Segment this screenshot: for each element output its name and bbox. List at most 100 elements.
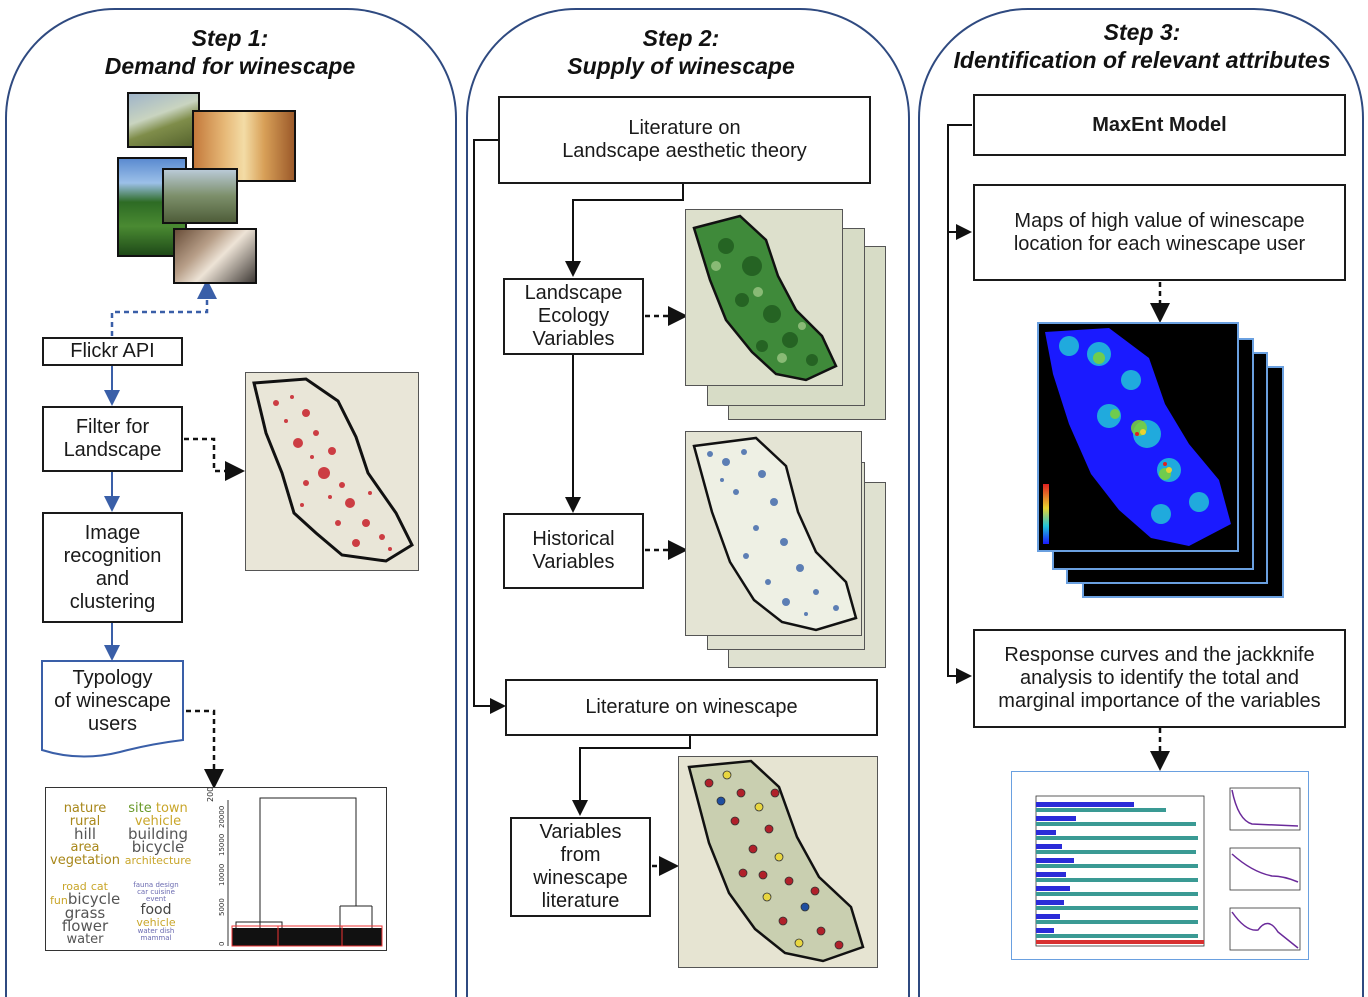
axis-tick-label: 15000 bbox=[218, 834, 226, 856]
literature-aesthetic-line1: Literature on bbox=[628, 117, 741, 139]
wc-word: hill bbox=[73, 825, 96, 843]
wordcloud-group3: road cat funbicycle grass flower water bbox=[50, 880, 120, 946]
dendrogram-graphic: 20000 15000 10000 5000 0 bbox=[218, 797, 383, 947]
flickr-points-map-graphic bbox=[252, 377, 414, 563]
wc-word: design bbox=[155, 881, 179, 889]
wc-word: dish bbox=[159, 927, 175, 935]
literature-aesthetic-line2: Landscape aesthetic theory bbox=[562, 140, 807, 162]
photo-animals bbox=[173, 228, 257, 284]
wc-word: site bbox=[128, 801, 152, 816]
typology-line2: of winescape bbox=[54, 689, 171, 712]
filter-landscape-box: Filter for Landscape bbox=[42, 406, 183, 472]
typology-line1: Typology bbox=[72, 666, 153, 689]
wc-word: event bbox=[146, 895, 166, 903]
historical-map bbox=[685, 431, 862, 636]
maxent-model-box: MaxEnt Model bbox=[973, 94, 1346, 156]
winescape-literature-map-graphic bbox=[687, 759, 865, 963]
literature-winescape-box: Literature on winescape bbox=[505, 679, 878, 736]
variables-literature-line3: winescape bbox=[533, 867, 628, 889]
axis-tick-label: 20000 bbox=[218, 806, 226, 828]
image-recognition-line3: and bbox=[95, 567, 130, 590]
landscape-ecology-line1: Landscape bbox=[524, 282, 623, 304]
wc-word: fun bbox=[50, 894, 68, 907]
typology-line3: users bbox=[88, 712, 137, 735]
wc-word: water bbox=[66, 932, 104, 947]
step1-title-line2: Demand for winescape bbox=[104, 53, 356, 79]
step2-title: Step 2: Supply of winescape bbox=[476, 24, 886, 80]
heat-map bbox=[1037, 322, 1239, 552]
response-curves-line2: analysis to identify the total and bbox=[1019, 667, 1300, 689]
landscape-ecology-box: Landscape Ecology Variables bbox=[503, 278, 644, 355]
variables-literature-box: Variables from winescape literature bbox=[510, 817, 651, 917]
wc-word: building bbox=[127, 825, 189, 843]
image-recognition-line1: Image bbox=[84, 521, 141, 544]
wc-word: grass bbox=[64, 904, 106, 922]
heat-map-graphic bbox=[1043, 328, 1231, 546]
wc-word: bicycle bbox=[67, 890, 121, 908]
wordcloud-group1: nature rural hill area vegetation bbox=[50, 802, 120, 867]
historical-variables-line2: Variables bbox=[532, 551, 615, 573]
wc-word: bicycle bbox=[131, 838, 185, 856]
step3-title-line1: Step 3: bbox=[1103, 19, 1181, 45]
high-value-maps-line1: Maps of high value of winescape bbox=[1014, 209, 1305, 232]
step1-title: Step 1: Demand for winescape bbox=[20, 24, 440, 80]
wc-word: cat bbox=[90, 880, 108, 893]
wc-word: vehicle bbox=[136, 916, 176, 929]
wc-word: fauna bbox=[133, 881, 154, 889]
flickr-api-label: Flickr API bbox=[70, 340, 155, 362]
variables-literature-line1: Variables bbox=[539, 821, 622, 843]
wordcloud-dendrogram-panel: nature rural hill area vegetation site t… bbox=[45, 787, 387, 951]
wc-word: food bbox=[140, 902, 172, 918]
wc-word: architecture bbox=[124, 854, 192, 867]
ecology-map-graphic bbox=[692, 214, 838, 382]
wc-word: road bbox=[62, 880, 87, 893]
response-curves-line1: Response curves and the jackknife bbox=[1004, 644, 1315, 666]
wordcloud-group4: fauna design car cuisine event food vehi… bbox=[126, 882, 186, 942]
image-recognition-box: Image recognition and clustering bbox=[42, 512, 183, 623]
wc-word: water bbox=[137, 927, 158, 935]
typology-box: Typology of winescape users bbox=[42, 664, 183, 738]
wc-word: vegetation bbox=[50, 853, 120, 868]
wc-word: vehicle bbox=[134, 814, 182, 829]
step2-title-line1: Step 2: bbox=[642, 25, 720, 51]
jackknife-figure-graphic bbox=[1035, 787, 1301, 951]
image-recognition-line2: recognition bbox=[63, 544, 162, 567]
wc-word: car bbox=[137, 888, 149, 896]
filter-landscape-line2: Landscape bbox=[63, 439, 162, 461]
flickr-points-map bbox=[245, 372, 419, 571]
ecology-map bbox=[685, 209, 843, 386]
wc-word: nature bbox=[63, 801, 107, 816]
wc-word: mammal bbox=[140, 934, 172, 942]
variables-literature-line2: from bbox=[560, 844, 601, 866]
step1-title-line1: Step 1: bbox=[191, 25, 269, 51]
wc-word: flower bbox=[61, 917, 109, 935]
wc-word: area bbox=[70, 840, 100, 855]
wc-word: cuisine bbox=[150, 888, 175, 896]
flickr-api-box: Flickr API bbox=[42, 337, 183, 366]
axis-tick-label: 10000 bbox=[218, 864, 226, 886]
image-recognition-line4: clustering bbox=[69, 590, 156, 613]
winescape-literature-map bbox=[678, 756, 878, 968]
axis-tick-label: 0 bbox=[218, 942, 226, 946]
high-value-maps-line2: location for each winescape user bbox=[1013, 232, 1306, 255]
literature-aesthetic-box: Literature on Landscape aesthetic theory bbox=[498, 96, 871, 184]
historical-variables-box: Historical Variables bbox=[503, 513, 644, 589]
landscape-ecology-line2: Ecology bbox=[537, 305, 610, 327]
photo-wine-glass bbox=[127, 92, 200, 148]
historical-variables-line1: Historical bbox=[532, 528, 615, 550]
axis-tick-label: 5000 bbox=[218, 898, 226, 916]
literature-winescape-label: Literature on winescape bbox=[585, 696, 798, 718]
wordcloud-group2: site town vehicle building bicycle archi… bbox=[118, 802, 198, 867]
step3-title: Step 3: Identification of relevant attri… bbox=[924, 18, 1360, 74]
maxent-model-label: MaxEnt Model bbox=[1092, 113, 1227, 136]
landscape-ecology-line3: Variables bbox=[532, 328, 615, 350]
historical-map-graphic bbox=[692, 436, 858, 632]
response-curves-line3: marginal importance of the variables bbox=[998, 690, 1321, 712]
filter-landscape-line1: Filter for bbox=[75, 416, 150, 438]
photo-countryside bbox=[162, 168, 238, 224]
wc-word: town bbox=[155, 801, 188, 816]
step3-title-line2: Identification of relevant attributes bbox=[953, 47, 1331, 73]
wc-word: rural bbox=[69, 814, 101, 829]
high-value-maps-box: Maps of high value of winescape location… bbox=[973, 184, 1346, 281]
